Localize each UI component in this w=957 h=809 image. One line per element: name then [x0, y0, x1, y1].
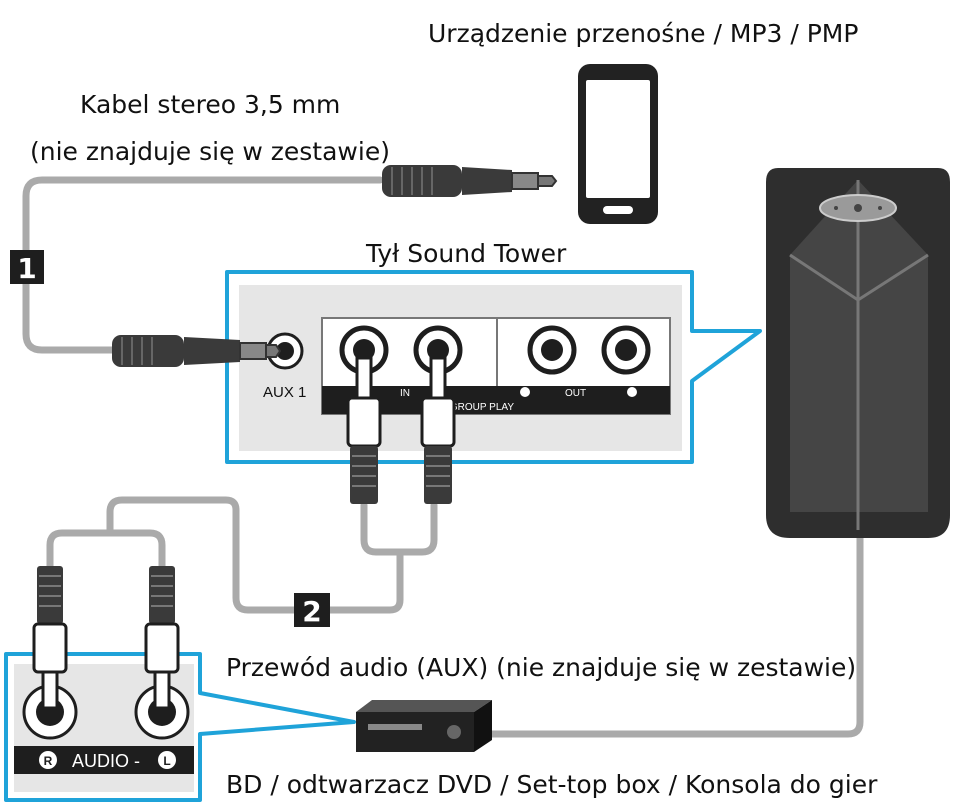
svg-text:AUDIO -: AUDIO -: [72, 751, 140, 771]
step-badge-2: 2: [294, 593, 330, 628]
svg-text:2: 2: [302, 595, 321, 628]
svg-text:2 / GROUP PLAY: 2 / GROUP PLAY: [436, 402, 514, 413]
svg-text:R: R: [44, 754, 53, 768]
bd-player-icon: [356, 700, 492, 752]
rca-plugs-top: [346, 356, 456, 504]
step-badge-1: 1: [10, 250, 44, 285]
rca-cable-link: [106, 496, 404, 614]
svg-text:IN: IN: [400, 388, 410, 399]
phone-icon: [578, 64, 658, 224]
mini-jack-plug-top: [382, 165, 558, 197]
audio-cable-label: Przewód audio (AUX) (nie znajduje się w …: [226, 653, 856, 682]
rca-out-jacks: [527, 325, 651, 375]
aux1-label: AUX 1: [263, 384, 306, 401]
svg-text:1: 1: [17, 252, 36, 285]
svg-text:L: L: [163, 754, 170, 768]
tower-to-source-cable: [486, 531, 864, 738]
rca-plugs-bottom: [32, 566, 180, 710]
mini-jack-plug-aux: [112, 335, 282, 367]
stereo-cable-note: (nie znajduje się w zestawie): [30, 137, 390, 166]
sound-tower-icon: [766, 168, 950, 538]
source-device-label: BD / odtwarzacz DVD / Set-top box / Kons…: [226, 770, 878, 799]
stereo-cable-label: Kabel stereo 3,5 mm: [80, 90, 340, 119]
rear-panel-title: Tył Sound Tower: [365, 239, 567, 268]
rca-cable-lower: [46, 529, 166, 572]
portable-device-label: Urządzenie przenośne / MP3 / PMP: [428, 19, 858, 48]
svg-text:OUT: OUT: [565, 388, 586, 399]
rca-cable-upper: [360, 501, 438, 556]
